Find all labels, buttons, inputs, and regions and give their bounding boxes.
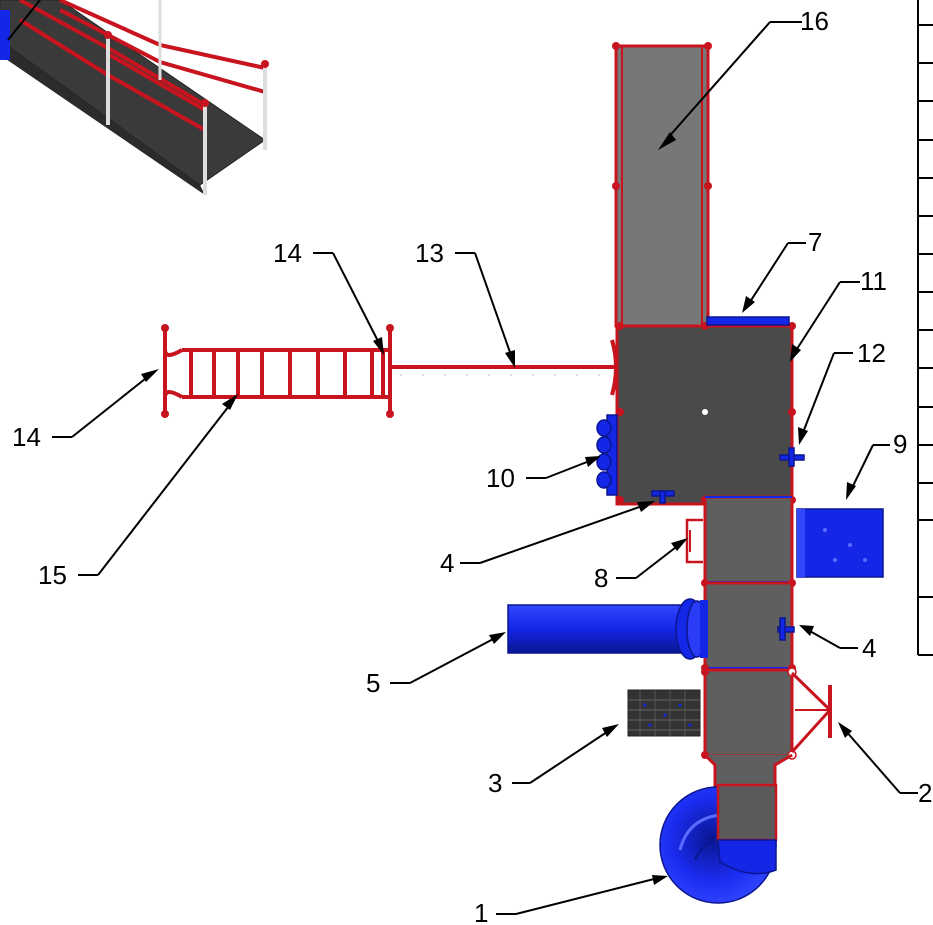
- callout-3: 3: [488, 768, 502, 798]
- callout-10: 10: [486, 463, 515, 493]
- leader-14-top: [313, 253, 384, 355]
- parts-table: [918, 0, 933, 655]
- leader-12: [798, 353, 853, 445]
- leader-8: [616, 538, 688, 578]
- callout-12: 12: [857, 338, 886, 368]
- leader-14-left: [52, 369, 159, 437]
- component-8-step: [687, 520, 703, 562]
- component-2-climber: [792, 673, 830, 752]
- callout-7: 9: [893, 429, 907, 459]
- callout-4-lower: 4: [862, 633, 876, 663]
- leader-1: [496, 875, 668, 914]
- component-15-ladder: [161, 324, 394, 418]
- leader-15: [78, 394, 238, 575]
- callout-16: 16: [800, 6, 829, 36]
- leader-9: [742, 243, 806, 313]
- component-7-panel: [797, 509, 883, 577]
- component-13-bridge: [392, 340, 616, 395]
- leader-13: [455, 253, 515, 368]
- middle-deck-1: [701, 497, 796, 587]
- leader-2: [838, 722, 918, 793]
- component-1-spiral-slide: [660, 785, 776, 903]
- callout-1: 1: [474, 898, 488, 925]
- leader-11: [790, 282, 860, 362]
- callout-15: 15: [38, 560, 67, 590]
- component-3-grid-panel: [628, 690, 700, 736]
- inset-isometric-view: [0, 0, 269, 195]
- leader-10: [526, 456, 601, 478]
- callout-5: 5: [366, 668, 380, 698]
- component-9-panel: [707, 317, 789, 325]
- lower-deck: [701, 668, 796, 759]
- leader-7: [846, 445, 890, 500]
- main-upper-deck: [616, 322, 796, 504]
- callout-13: 13: [415, 238, 444, 268]
- component-16-ramp: [612, 42, 712, 326]
- component-10-climber: [597, 415, 617, 495]
- callout-8: 8: [594, 563, 608, 593]
- callout-2: 2: [918, 778, 932, 808]
- callout-11: 11: [860, 266, 887, 296]
- callout-9: 7: [808, 227, 822, 257]
- leader-5: [390, 632, 506, 683]
- leader-4-upper: [460, 501, 655, 563]
- leader-3: [512, 724, 619, 783]
- callout-14-top: 14: [273, 238, 302, 268]
- component-5-tube-slide: [508, 599, 708, 659]
- callout-14-left: 14: [12, 422, 41, 452]
- callout-4-upper: 4: [440, 548, 454, 578]
- leader-4-lower: [799, 625, 858, 648]
